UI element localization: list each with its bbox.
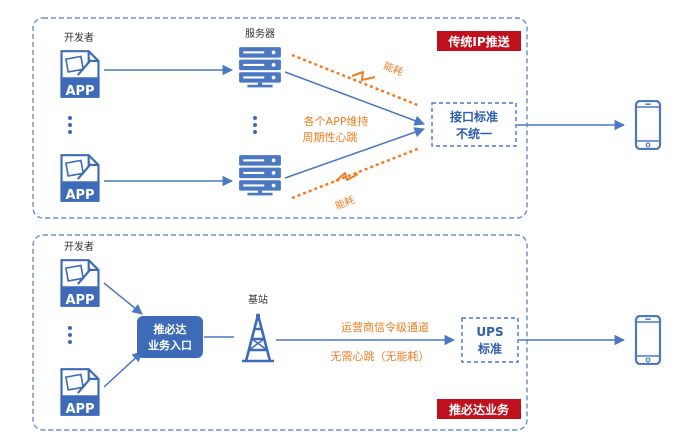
top-developer-label: 开发者 <box>64 31 94 44</box>
bottom-developer-label: 开发者 <box>64 240 94 253</box>
top-panel-border <box>32 17 528 219</box>
app-icon-label: APP <box>65 188 94 203</box>
entry-box-line2: 业务入口 <box>148 338 192 352</box>
base-station-label: 基站 <box>248 293 268 306</box>
channel-text: 运营商信令级通道 <box>341 320 429 334</box>
phone-icon <box>634 100 662 150</box>
app-to-entry-arrow <box>103 351 143 388</box>
server-icon <box>239 155 281 196</box>
app-icon-label: APP <box>65 293 94 308</box>
ups-standard-box <box>461 317 519 363</box>
interface-box-line2: 不统一 <box>456 126 492 141</box>
interface-standard-box <box>431 102 517 147</box>
interface-box-line1: 接口标准 <box>450 109 498 124</box>
entry-box-line1: 推必达 <box>154 322 187 336</box>
heartbeat-text-line1: 各个APP维持 <box>304 114 369 128</box>
top-panel-title: 传统IP推送 <box>447 34 510 49</box>
bottom-panel-title: 推必达业务 <box>449 402 510 417</box>
base-station-tower-icon <box>240 313 276 363</box>
no-heartbeat-text: 无需心跳（无能耗） <box>331 349 430 363</box>
vertical-ellipsis-icon <box>68 326 72 344</box>
energy-dotted-line <box>291 146 421 200</box>
server-label: 服务器 <box>245 27 275 40</box>
app-icon-label: APP <box>65 402 94 417</box>
app-to-entry-arrow <box>103 282 143 315</box>
ups-box-line2: 标准 <box>477 341 502 356</box>
server-to-interface-arrow <box>284 71 425 126</box>
app-icon-label: APP <box>65 84 94 99</box>
bottom-panel-border <box>32 234 528 431</box>
energy-label-top: 能耗 <box>382 59 405 79</box>
lightning-icon <box>335 172 359 182</box>
phone-icon <box>634 315 662 365</box>
top-panel-title-badge <box>437 31 521 51</box>
bottom-panel-title-badge <box>437 399 521 419</box>
lightning-icon <box>351 71 376 81</box>
energy-label-bottom: 能耗 <box>333 193 356 212</box>
server-icon <box>239 47 281 88</box>
entry-box <box>137 316 203 358</box>
energy-dotted-line <box>291 53 421 108</box>
vertical-ellipsis-icon <box>68 116 72 134</box>
server-to-interface-arrow <box>284 127 425 179</box>
ups-box-line1: UPS <box>476 325 503 339</box>
vertical-ellipsis-icon <box>253 116 257 134</box>
heartbeat-text-line2: 周期性心跳 <box>303 130 358 144</box>
